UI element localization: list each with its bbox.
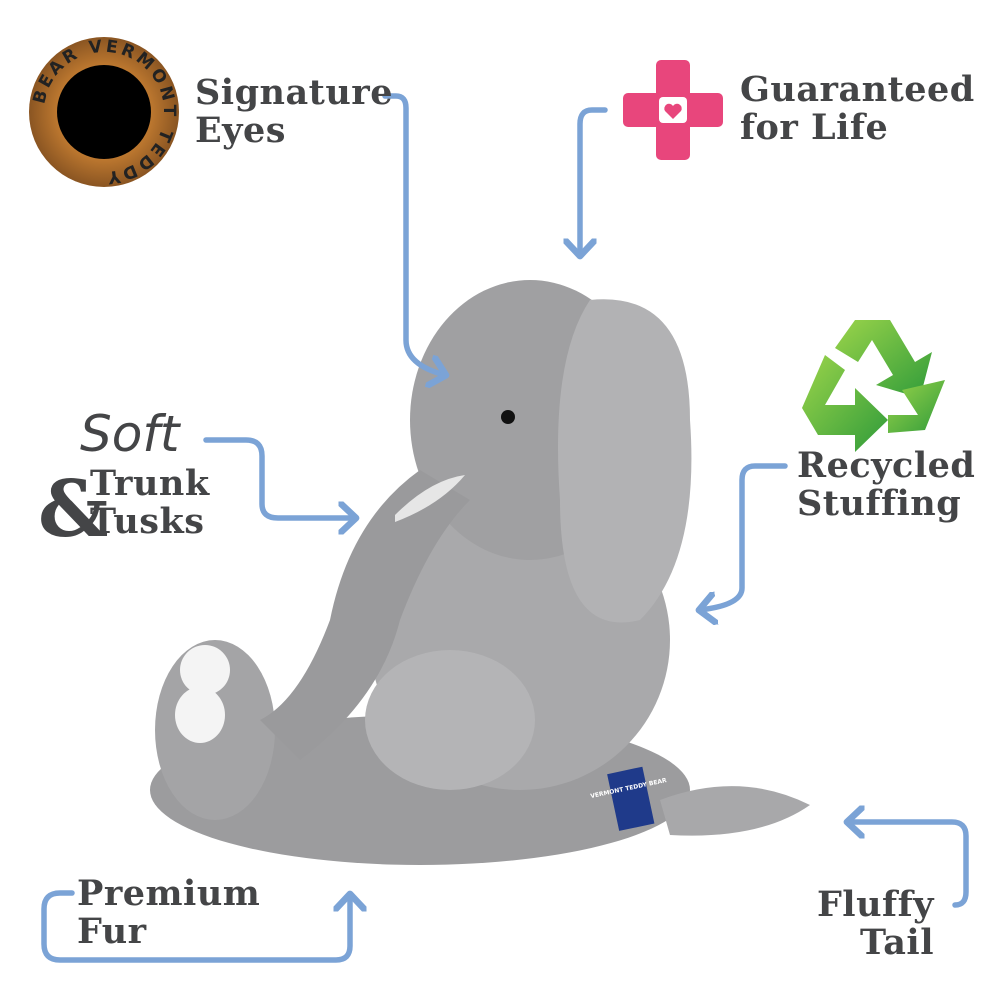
arrow-fluffy <box>848 822 969 908</box>
recycle-icon <box>802 320 945 452</box>
label-line: Recycled <box>797 445 976 486</box>
label-line: Signature <box>195 72 393 113</box>
label-soft: Soft <box>80 405 180 463</box>
label-line: Guaranteed <box>740 69 975 110</box>
label-signature-eyes: Signature Eyes <box>195 74 393 150</box>
arrow-soft <box>203 437 355 518</box>
label-trunk-tusks: Trunk Tusks <box>90 465 210 541</box>
label-line: Stuffing <box>797 483 962 524</box>
ampersand: & <box>38 464 109 555</box>
guarantee-cross-heart-icon <box>623 60 723 160</box>
vermont-teddy-bear-eye-badge-icon: BEAR VERMONT TEDDY <box>29 37 179 187</box>
label-line: Trunk <box>90 463 210 504</box>
label-line: for Life <box>740 107 889 148</box>
label-fluffy-tail: Fluffy Tail <box>816 886 934 962</box>
label-recycled: Recycled Stuffing <box>797 447 975 523</box>
label-line: Tail <box>860 922 934 963</box>
elephant-plush: VERMONT TEDDY BEAR <box>150 280 810 865</box>
label-line: Tusks <box>90 501 205 542</box>
label-line: Fur <box>77 911 147 952</box>
arrow-recycled <box>700 463 788 610</box>
arrow-guaranteed <box>580 107 608 255</box>
label-guaranteed: Guaranteed for Life <box>740 71 975 147</box>
arrow-signature-eyes <box>382 93 445 375</box>
elephant-eye <box>501 410 515 424</box>
arrow-premium <box>41 890 350 963</box>
label-premium-fur: Premium Fur <box>77 875 260 951</box>
label-line: Fluffy <box>816 884 934 925</box>
callout-arrows <box>41 93 969 963</box>
label-line: Premium <box>77 873 261 914</box>
label-line: Eyes <box>195 110 286 151</box>
